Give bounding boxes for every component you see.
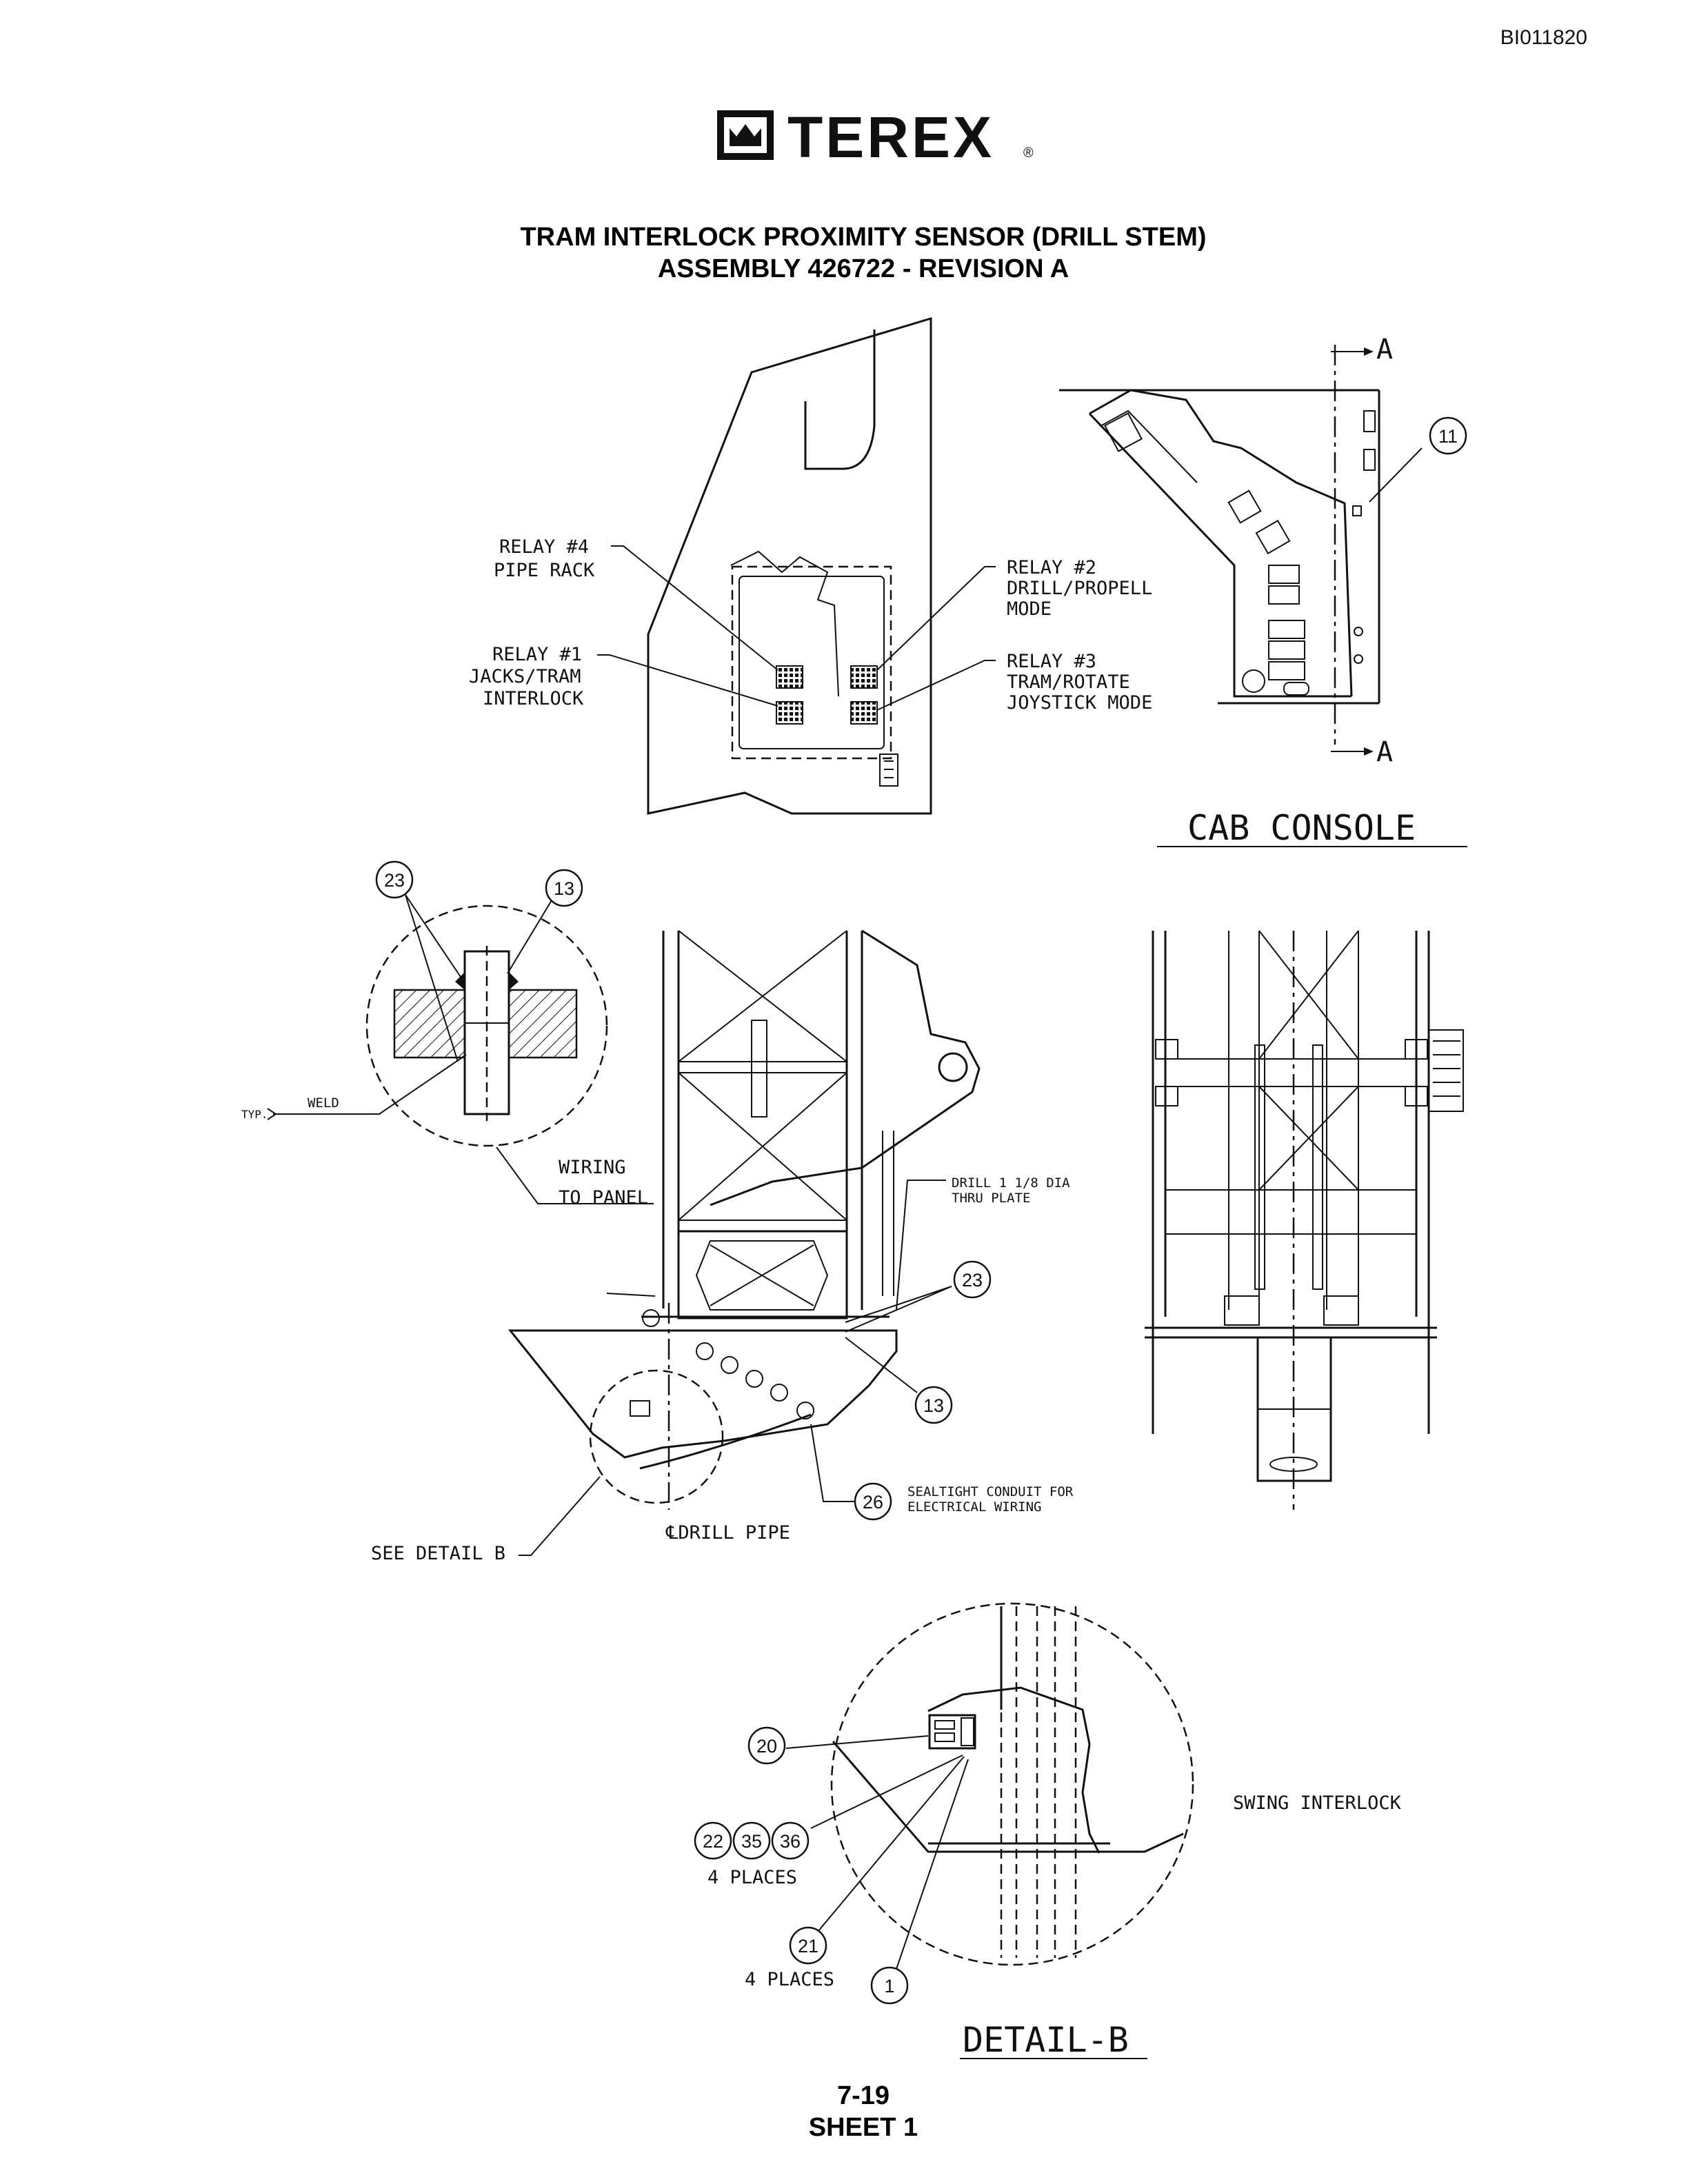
balloon-36: [771, 1821, 810, 1860]
drawing-title: TRAM INTERLOCK PROXIMITY SENSOR (DRILL S…: [520, 223, 1206, 252]
relay2-label-line2: DRILL/PROPELL: [1007, 578, 1152, 599]
balloon-22-text: 22: [703, 1831, 723, 1852]
relay3-label-line1: RELAY #3: [1007, 651, 1096, 672]
wiring-label-line2: TO PANEL: [559, 1187, 648, 1209]
relay1-label-line3: INTERLOCK: [483, 688, 584, 709]
four-places-label-b: 4 PLACES: [745, 1969, 834, 1990]
balloon-23: [953, 1260, 992, 1299]
relay1-label-line2: JACKS/TRAM: [469, 666, 581, 687]
relay2-label-line3: MODE: [1007, 598, 1052, 620]
relay-4-icon: [776, 665, 803, 689]
relay-2-icon: [850, 665, 878, 689]
balloon-11: [1429, 416, 1467, 455]
weld-label: WELD: [308, 1095, 339, 1111]
balloon-21-text: 21: [798, 1936, 818, 1957]
page-number: 7-19: [837, 2081, 890, 2110]
typ-label: TYP.: [241, 1108, 268, 1121]
conduit-note-line2: ELECTRICAL WIRING: [907, 1499, 1041, 1515]
drill-note-line1: DRILL 1 1/8 DIA: [952, 1175, 1070, 1191]
wiring-label-line1: WIRING: [559, 1157, 626, 1178]
detail-b-view: [830, 1602, 1194, 1966]
drill-note-line2: THRU PLATE: [952, 1191, 1030, 1206]
cab-console-heading: CAB CONSOLE: [1187, 808, 1416, 848]
balloon-35: [732, 1821, 771, 1860]
detail-b-heading: DETAIL-B: [963, 2020, 1129, 2060]
balloon-13-text: 13: [923, 1395, 944, 1416]
drawing-subtitle: ASSEMBLY 426722 - REVISION A: [658, 254, 1069, 283]
registered-mark: ®: [1023, 145, 1034, 161]
balloon-22: [694, 1821, 732, 1860]
balloon-35-text: 35: [741, 1831, 762, 1852]
balloon-20-text: 20: [756, 1736, 777, 1757]
drill-mast-side-view: [1145, 930, 1464, 1510]
balloon-13-detail-text: 13: [554, 878, 574, 899]
swing-interlock-label: SWING INTERLOCK: [1233, 1792, 1402, 1814]
balloon-13: [914, 1386, 953, 1424]
section-a-top: A: [1376, 334, 1393, 365]
conduit-note-line1: SEALTIGHT CONDUIT FOR: [907, 1484, 1074, 1499]
balloon-1: [870, 1966, 909, 2005]
balloon-23-detail: [375, 860, 414, 899]
relay3-label-line3: JOYSTICK MODE: [1007, 692, 1152, 714]
balloon-13-detail: [545, 869, 583, 907]
balloon-26-text: 26: [863, 1492, 883, 1513]
logo-wordmark: TEREX: [787, 105, 994, 170]
relay1-label-line1: RELAY #1: [492, 644, 582, 665]
relay3-label-line2: TRAM/ROTATE: [1007, 671, 1130, 693]
balloon-36-text: 36: [780, 1831, 801, 1852]
see-detail-b-label: SEE DETAIL B: [371, 1543, 505, 1564]
balloon-23-detail-text: 23: [384, 870, 405, 891]
section-a-bottom: A: [1376, 736, 1393, 768]
centerline-drill-pipe-label: ℄DRILL PIPE: [665, 1522, 790, 1544]
relay4-label-line2: PIPE RACK: [494, 560, 595, 581]
relay-1-icon: [776, 701, 803, 725]
terex-logo: TEREX ®: [717, 105, 1034, 170]
balloon-21: [789, 1926, 827, 1965]
cab-console-side-view: [1059, 345, 1380, 756]
document-id: BI011820: [1500, 26, 1587, 49]
terex-crown-icon: [717, 110, 774, 160]
balloon-11-text: 11: [1438, 426, 1458, 447]
balloon-26: [854, 1482, 892, 1521]
relay-3-icon: [850, 701, 878, 725]
drill-mast-front-view: [508, 929, 981, 1510]
four-places-label-a: 4 PLACES: [707, 1867, 797, 1888]
balloon-20: [747, 1726, 786, 1765]
balloon-23-text: 23: [962, 1270, 983, 1291]
cab-panel-front-view: [647, 316, 932, 815]
balloon-1-text: 1: [884, 1976, 894, 1996]
relay4-label-line1: RELAY #4: [499, 536, 589, 558]
sheet-number: SHEET 1: [809, 2113, 918, 2142]
relay2-label-line1: RELAY #2: [1007, 557, 1096, 578]
weld-detail: [365, 904, 608, 1147]
